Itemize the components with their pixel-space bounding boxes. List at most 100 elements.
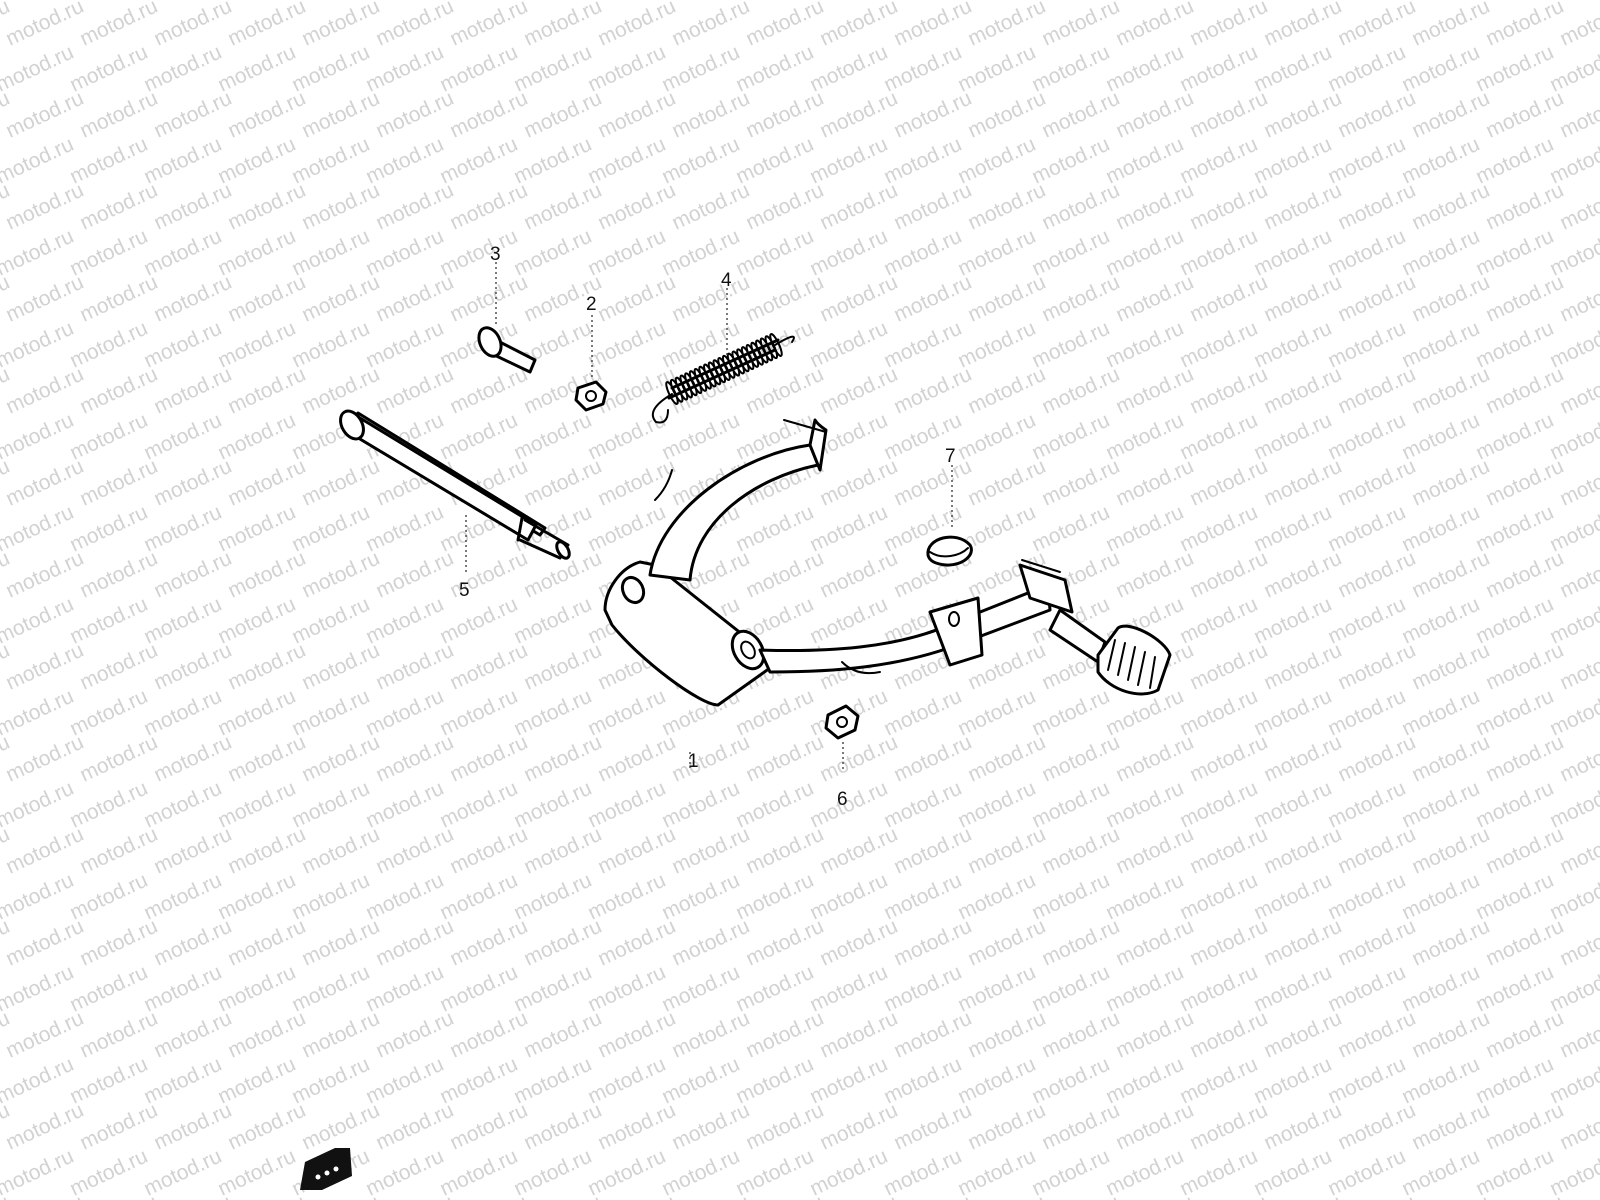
watermark-text: motod.ru	[1038, 363, 1123, 419]
watermark-text: motod.ru	[1186, 915, 1271, 971]
watermark-text: motod.ru	[668, 731, 753, 787]
watermark-text: motod.ru	[1472, 777, 1557, 833]
watermark-text: motod.ru	[1556, 455, 1600, 511]
watermark-text: motod.ru	[1556, 915, 1600, 971]
watermark-text: motod.ru	[964, 823, 1049, 879]
watermark-text: motod.ru	[594, 87, 679, 143]
watermark-text: motod.ru	[224, 823, 309, 879]
callout-labels: 1 2 3 4 5 6 7	[459, 244, 956, 810]
watermark-text: motod.ru	[594, 179, 679, 235]
watermark-text: motod.ru	[140, 501, 225, 557]
watermark-text: motod.ru	[76, 639, 161, 695]
watermark-text: motod.ru	[1186, 455, 1271, 511]
watermark-text: motod.ru	[584, 317, 669, 373]
watermark-text: motod.ru	[732, 1145, 817, 1200]
watermark-text: motod.ru	[510, 41, 595, 97]
watermark-text: motod.ru	[520, 87, 605, 143]
watermark-text: motod.ru	[298, 731, 383, 787]
watermark-text: motod.ru	[1112, 1007, 1197, 1063]
watermark-text: motod.ru	[1260, 87, 1345, 143]
watermark-text: motod.ru	[140, 1145, 225, 1200]
watermark-text: motod.ru	[298, 179, 383, 235]
watermark-text: motod.ru	[1186, 547, 1271, 603]
watermark-text: motod.ru	[1250, 409, 1335, 465]
watermark-text: motod.ru	[150, 731, 235, 787]
watermark-text: motod.ru	[806, 869, 891, 925]
watermark-text: motod.ru	[584, 225, 669, 281]
watermark-text: motod.ru	[1112, 179, 1197, 235]
watermark-text: motod.ru	[668, 87, 753, 143]
watermark-text: motod.ru	[1176, 501, 1261, 557]
watermark-text: motod.ru	[1038, 1007, 1123, 1063]
watermark-text: motod.ru	[1408, 179, 1493, 235]
watermark-text: motod.ru	[436, 593, 521, 649]
watermark-text: motod.ru	[76, 179, 161, 235]
watermark-text: motod.ru	[1398, 41, 1483, 97]
watermark-text: motod.ru	[76, 1007, 161, 1063]
watermark-text: motod.ru	[668, 823, 753, 879]
watermark-text: motod.ru	[954, 777, 1039, 833]
watermark-text: motod.ru	[742, 1099, 827, 1155]
watermark-text: motod.ru	[1334, 639, 1419, 695]
watermark-text: motod.ru	[66, 133, 151, 189]
watermark-text: motod.ru	[1324, 133, 1409, 189]
watermark-text: motod.ru	[1472, 869, 1557, 925]
watermark-text: motod.ru	[214, 41, 299, 97]
watermark-text: motod.ru	[1102, 501, 1187, 557]
watermark-text: motod.ru	[140, 869, 225, 925]
watermark-text: motod.ru	[1398, 501, 1483, 557]
watermark-text: motod.ru	[1324, 593, 1409, 649]
watermark-text: motod.ru	[372, 1007, 457, 1063]
watermark-text: motod.ru	[658, 869, 743, 925]
watermark-text: motod.ru	[150, 271, 235, 327]
watermark-text: motod.ru	[954, 225, 1039, 281]
watermark-text: motod.ru	[1472, 41, 1557, 97]
watermark-text: motod.ru	[806, 961, 891, 1017]
watermark-text: motod.ru	[1102, 1053, 1187, 1109]
watermark-text: motod.ru	[224, 363, 309, 419]
watermark-text: motod.ru	[224, 731, 309, 787]
watermark-text: motod.ru	[66, 869, 151, 925]
watermark-text: motod.ru	[362, 685, 447, 741]
watermark-text: motod.ru	[1398, 961, 1483, 1017]
watermark-text: motod.ru	[150, 547, 235, 603]
watermark-text: motod.ru	[224, 547, 309, 603]
watermark-text: motod.ru	[806, 501, 891, 557]
watermark-text: motod.ru	[1482, 639, 1567, 695]
watermark-text: motod.ru	[1250, 777, 1335, 833]
watermark-text: motod.ru	[2, 0, 87, 51]
watermark-text: motod.ru	[150, 0, 235, 51]
watermark-text: motod.ru	[1324, 409, 1409, 465]
watermark-text: motod.ru	[510, 133, 595, 189]
watermark-text: motod.ru	[510, 961, 595, 1017]
watermark-text: motod.ru	[446, 271, 531, 327]
watermark-text: motod.ru	[150, 363, 235, 419]
watermark-text: motod.ru	[298, 271, 383, 327]
watermark-text: motod.ru	[806, 1053, 891, 1109]
watermark-text: motod.ru	[1028, 41, 1113, 97]
watermark-text: motod.ru	[890, 823, 975, 879]
watermark-text: motod.ru	[1472, 1145, 1557, 1200]
watermark-text: motod.ru	[584, 777, 669, 833]
watermark-text: motod.ru	[436, 685, 521, 741]
watermark-text: motod.ru	[1556, 639, 1600, 695]
watermark-text: motod.ru	[76, 271, 161, 327]
part-3-bolt	[477, 326, 537, 374]
watermark-text: motod.ru	[140, 961, 225, 1017]
watermark-text: motod.ru	[732, 685, 817, 741]
watermark-text: motod.ru	[1408, 87, 1493, 143]
watermark-text: motod.ru	[816, 179, 901, 235]
watermark-text: motod.ru	[880, 225, 965, 281]
watermark-text: motod.ru	[742, 363, 827, 419]
watermark-text: motod.ru	[890, 271, 975, 327]
watermark-text: motod.ru	[1102, 409, 1187, 465]
watermark-text: motod.ru	[2, 823, 87, 879]
watermark-text: motod.ru	[1482, 363, 1567, 419]
watermark-text: motod.ru	[1324, 1145, 1409, 1200]
watermark-text: motod.ru	[880, 133, 965, 189]
watermark-text: motod.ru	[1324, 41, 1409, 97]
watermark-text: motod.ru	[288, 133, 373, 189]
watermark-text: motod.ru	[1038, 823, 1123, 879]
watermark-text: motod.ru	[520, 915, 605, 971]
